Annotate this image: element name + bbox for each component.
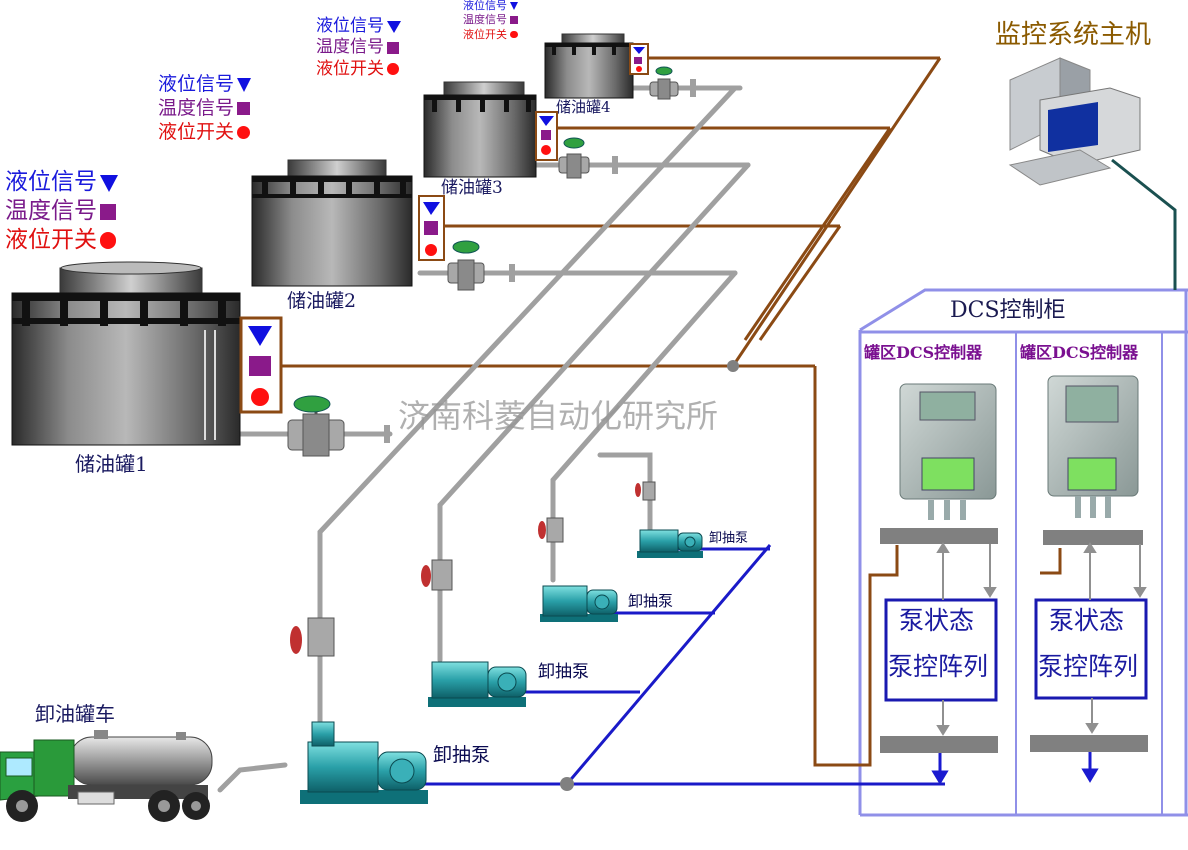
box-2-line1: 泵状态 bbox=[1049, 606, 1125, 635]
tank-2-label: 储油罐2 bbox=[287, 290, 357, 312]
temp-signal-icon bbox=[510, 16, 518, 25]
legend-temp-label: 温度信号 bbox=[158, 96, 235, 119]
instrument-panel-3 bbox=[535, 111, 558, 161]
tank-3 bbox=[423, 81, 537, 178]
level-signal-icon bbox=[237, 78, 252, 92]
valve-pump-4 bbox=[635, 481, 656, 501]
box-1-line1: 泵状态 bbox=[899, 606, 975, 635]
instrument-panel-2 bbox=[418, 195, 445, 261]
tank-2 bbox=[251, 159, 413, 287]
level-switch-icon bbox=[237, 125, 251, 140]
legend-level-label: 液位信号 bbox=[316, 16, 384, 36]
input-bus-2 bbox=[1043, 530, 1143, 545]
host-link-line bbox=[1111, 158, 1177, 290]
legend-level-label: 液位信号 bbox=[463, 0, 507, 12]
tank-3-label: 储油罐3 bbox=[441, 178, 503, 198]
output-arrows bbox=[931, 752, 1099, 785]
tank-4 bbox=[544, 33, 634, 99]
instrument-panel-4 bbox=[629, 43, 649, 75]
valve-tank-4 bbox=[649, 66, 679, 100]
computer-icon bbox=[1008, 57, 1141, 186]
legend-level-label: 液位信号 bbox=[5, 169, 97, 195]
valve-pump-3 bbox=[538, 517, 564, 543]
temp-signal-icon bbox=[100, 203, 117, 220]
output-bus-1 bbox=[880, 736, 998, 753]
input-bus-1 bbox=[880, 528, 998, 544]
legend-tank-1: 液位信号 温度信号 液位开关 bbox=[5, 168, 118, 254]
internal-signal-arrows bbox=[936, 542, 1147, 736]
control-lines bbox=[425, 544, 945, 786]
box-2-line2: 泵控阵列 bbox=[1038, 652, 1139, 681]
tank-1 bbox=[11, 261, 241, 446]
pump-1 bbox=[300, 721, 428, 804]
host-title: 监控系统主机 bbox=[995, 20, 1152, 50]
temp-signal-icon bbox=[237, 102, 251, 116]
level-signal-icon bbox=[510, 2, 518, 10]
controller-device-1 bbox=[899, 383, 997, 520]
truck-label: 卸油罐车 bbox=[35, 702, 115, 726]
control-junction bbox=[560, 777, 574, 791]
legend-switch-label: 液位开关 bbox=[463, 27, 507, 41]
pump-control-box-1 bbox=[884, 598, 998, 702]
pump-2 bbox=[428, 661, 527, 707]
legend-switch-label: 液位开关 bbox=[316, 58, 384, 79]
legend-switch-label: 液位开关 bbox=[5, 226, 97, 253]
valve-tank-2 bbox=[447, 240, 485, 291]
cabinet-title: DCS控制柜 bbox=[950, 298, 1066, 323]
signal-lines bbox=[280, 56, 1062, 767]
level-switch-icon bbox=[100, 232, 117, 249]
controller-2-title: 罐区DCS控制器 bbox=[1020, 343, 1139, 362]
controller-1-title: 罐区DCS控制器 bbox=[864, 343, 983, 362]
controller-device-2 bbox=[1047, 375, 1139, 518]
pipe-flanges bbox=[384, 79, 696, 443]
watermark: 济南科菱自动化研究所 bbox=[398, 397, 719, 435]
legend-temp-label: 温度信号 bbox=[5, 197, 97, 224]
valve-tank-3 bbox=[558, 137, 590, 179]
tank-1-label: 储油罐1 bbox=[75, 452, 148, 476]
legend-tank-3: 液位信号 温度信号 液位开关 bbox=[316, 16, 401, 80]
output-bus-2 bbox=[1030, 735, 1148, 752]
level-switch-icon bbox=[510, 30, 518, 39]
pump-1-label: 卸抽泵 bbox=[433, 744, 491, 766]
pump-4-label: 卸抽泵 bbox=[709, 531, 749, 546]
level-signal-icon bbox=[100, 174, 118, 192]
valve-pump-1 bbox=[290, 617, 335, 657]
legend-switch-label: 液位开关 bbox=[158, 120, 235, 143]
pump-2-label: 卸抽泵 bbox=[538, 662, 589, 682]
instrument-panel-1 bbox=[239, 316, 283, 414]
valve-pump-2 bbox=[421, 559, 453, 591]
legend-temp-label: 温度信号 bbox=[316, 37, 384, 58]
level-switch-icon bbox=[387, 63, 399, 75]
box-1-line2: 泵控阵列 bbox=[888, 652, 989, 681]
temp-signal-icon bbox=[387, 41, 399, 54]
tank-4-label: 储油罐4 bbox=[556, 98, 611, 116]
legend-level-label: 液位信号 bbox=[158, 73, 235, 95]
dcs-cabinet bbox=[858, 288, 1188, 817]
valve-tank-1 bbox=[287, 395, 345, 457]
tanker-truck-icon bbox=[0, 730, 213, 822]
legend-temp-label: 温度信号 bbox=[463, 13, 507, 27]
pump-3-label: 卸抽泵 bbox=[628, 592, 674, 610]
legend-tank-4: 液位信号 温度信号 液位开关 bbox=[463, 0, 518, 42]
level-signal-icon bbox=[387, 20, 401, 33]
pump-4 bbox=[637, 529, 703, 558]
pump-3 bbox=[540, 585, 618, 622]
legend-tank-2: 液位信号 温度信号 液位开关 bbox=[158, 73, 252, 144]
signal-junction bbox=[727, 360, 739, 372]
